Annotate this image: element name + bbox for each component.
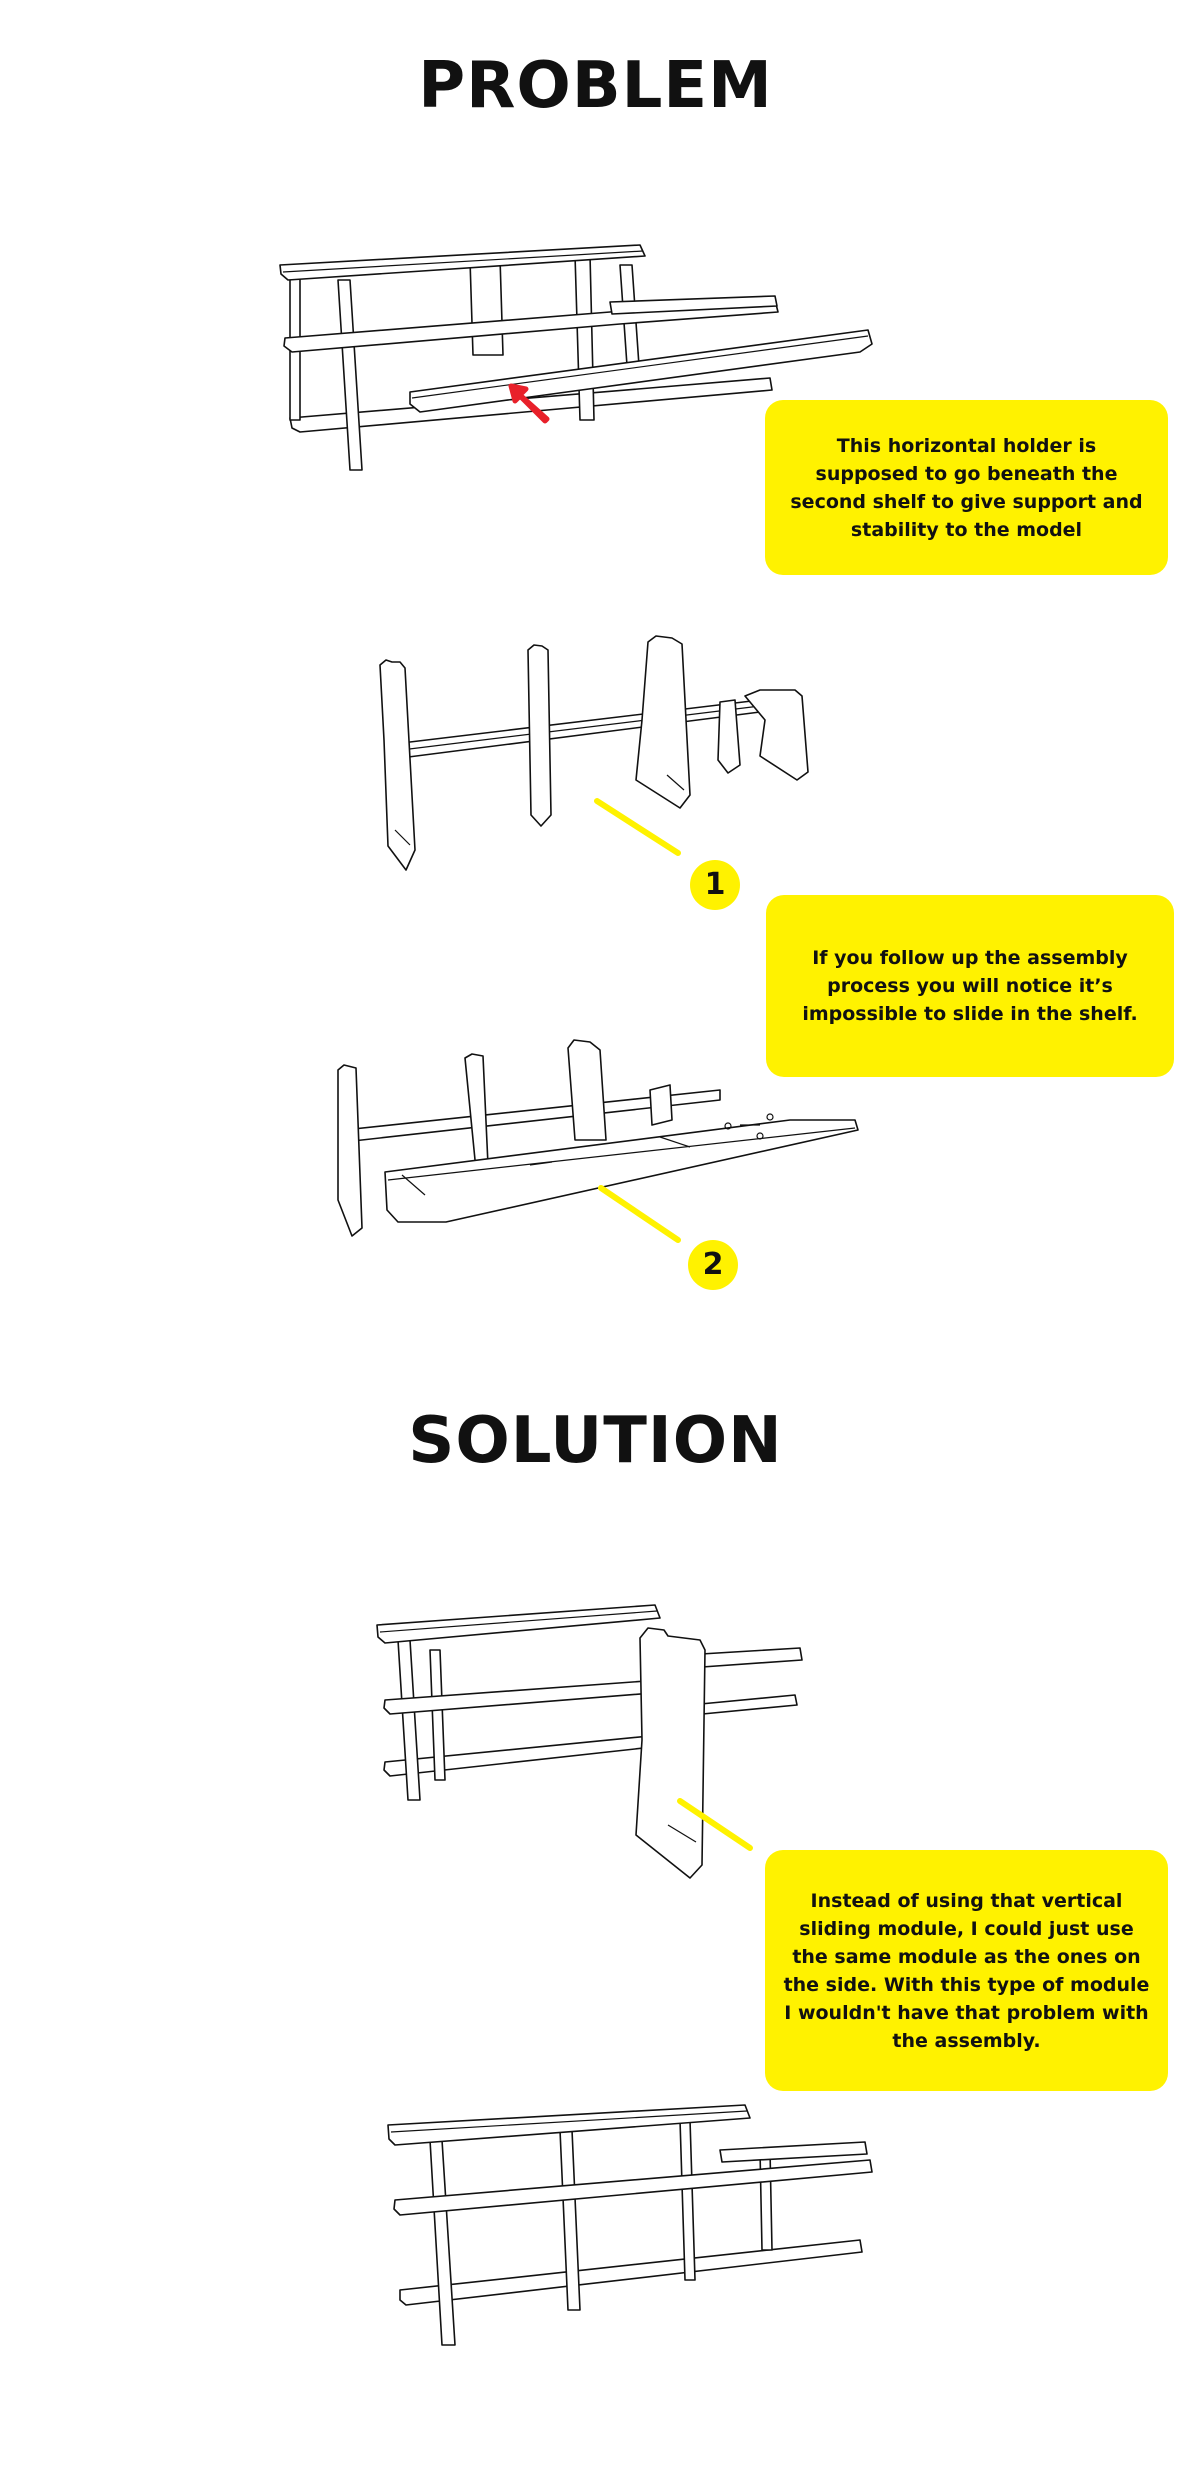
solution-note-callout: Instead of using that vertical sliding m… xyxy=(765,1850,1168,2091)
solution-partial-drawing xyxy=(376,1604,803,1879)
callout-line-3 xyxy=(677,1798,753,1851)
solution-complete-drawing xyxy=(387,2104,873,2346)
step-1-badge: 1 xyxy=(690,860,740,910)
holder-note-callout: This horizontal holder is supposed to go… xyxy=(765,400,1168,575)
assembly-note-callout: If you follow up the assembly process yo… xyxy=(766,895,1174,1077)
shelf-with-holder-drawing xyxy=(279,244,873,471)
step-1-drawing xyxy=(379,635,809,871)
problem-title: PROBLEM xyxy=(418,49,773,123)
callout-line-2 xyxy=(598,1185,681,1243)
solution-title: SOLUTION xyxy=(408,1404,783,1478)
red-arrow-icon xyxy=(508,383,550,424)
step-2-badge: 2 xyxy=(688,1240,738,1290)
step-2-drawing xyxy=(337,1039,859,1237)
callout-line-1 xyxy=(594,798,681,856)
